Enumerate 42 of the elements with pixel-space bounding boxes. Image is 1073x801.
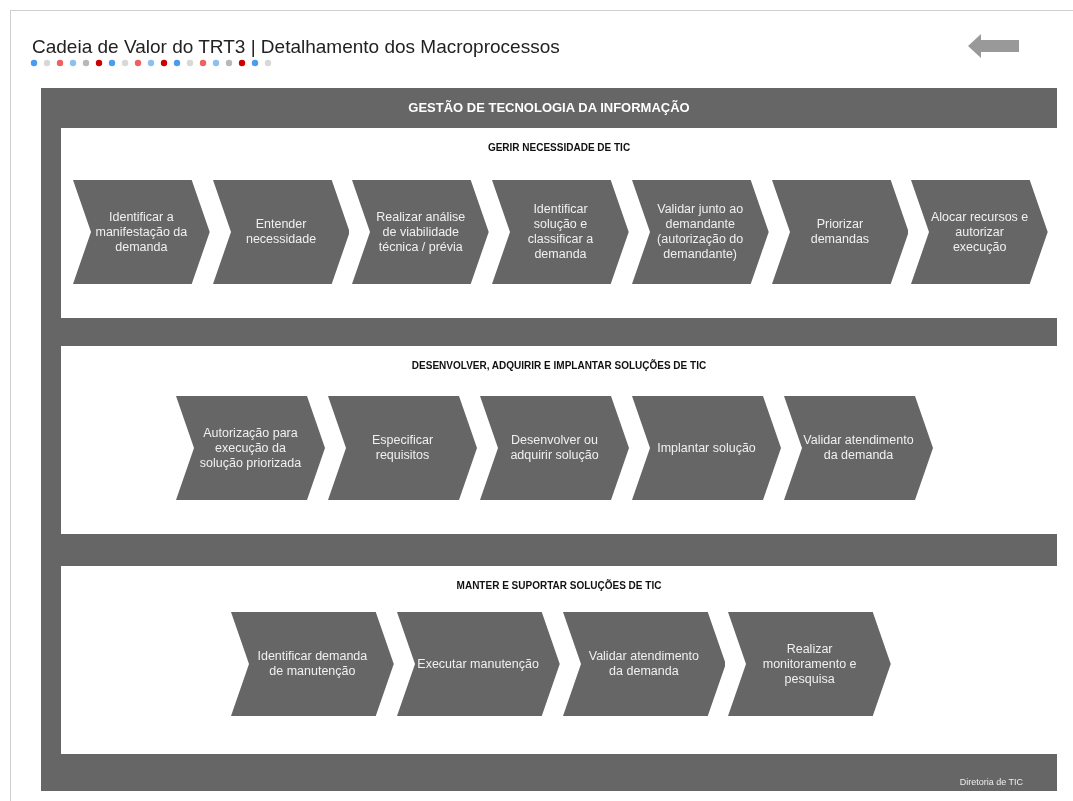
footer-note: Diretoria de TIC bbox=[959, 777, 1023, 787]
macroprocess-band bbox=[41, 88, 1057, 791]
process-step bbox=[328, 396, 477, 500]
step-label: Implantar solução bbox=[656, 439, 757, 457]
process-step bbox=[352, 180, 490, 284]
step-label: Validar junto ao demandante (autorização do demandante) bbox=[656, 201, 745, 263]
step-label: Identificar a manifestação da demanda bbox=[94, 208, 189, 256]
process-step bbox=[480, 396, 629, 500]
step-label: Validar atendimento da demanda bbox=[803, 432, 914, 464]
step-label: Executar manutenção bbox=[416, 655, 540, 673]
process-step bbox=[562, 612, 726, 716]
process-step bbox=[231, 612, 394, 716]
page-title: Cadeia de Valor do TRT3 | Detalhamento dos Macroprocessos bbox=[32, 36, 560, 58]
process-panel bbox=[61, 346, 1057, 534]
process-step bbox=[728, 612, 891, 716]
step-label: Realizar análise de viabilidade técnica / prévia bbox=[375, 208, 467, 256]
step-label: Autorização para execução da solução priorizada bbox=[198, 424, 303, 472]
step-label: Especificar requisitos bbox=[370, 432, 435, 464]
process-step bbox=[492, 180, 629, 284]
step-label: Entender necessidade bbox=[244, 216, 318, 248]
panel-heading: DESENVOLVER, ADQUIRIR E IMPLANTAR SOLUÇÕES DE TIC bbox=[410, 360, 708, 371]
step-label: Alocar recursos e autorizar execução bbox=[930, 208, 1029, 256]
step-label: Realizar monitoramento e pesquisa bbox=[761, 640, 858, 688]
step-label: Identificar demanda de manutenção bbox=[256, 648, 369, 680]
process-step bbox=[212, 180, 350, 284]
process-step bbox=[784, 396, 933, 500]
process-panel bbox=[61, 566, 1057, 754]
process-step bbox=[73, 180, 210, 284]
process-step bbox=[771, 180, 909, 284]
process-step bbox=[632, 396, 781, 500]
process-step bbox=[631, 180, 769, 284]
panel-heading: MANTER E SUPORTAR SOLUÇÕES DE TIC bbox=[455, 580, 663, 591]
process-step bbox=[176, 396, 325, 500]
process-panel bbox=[61, 128, 1057, 318]
process-step bbox=[911, 180, 1048, 284]
step-label: Desenvolver ou adquirir solução bbox=[509, 432, 600, 464]
process-step bbox=[396, 612, 560, 716]
panel-heading: GERIR NECESSIDADE DE TIC bbox=[486, 142, 632, 153]
step-label: Validar atendimento da demanda bbox=[587, 648, 700, 680]
step-label: Priorizar demandas bbox=[809, 216, 871, 248]
step-label: Identificar solução e classificar a demanda bbox=[526, 201, 595, 263]
band-heading: GESTÃO DE TECNOLOGIA DA INFORMAÇÃO bbox=[407, 100, 691, 115]
